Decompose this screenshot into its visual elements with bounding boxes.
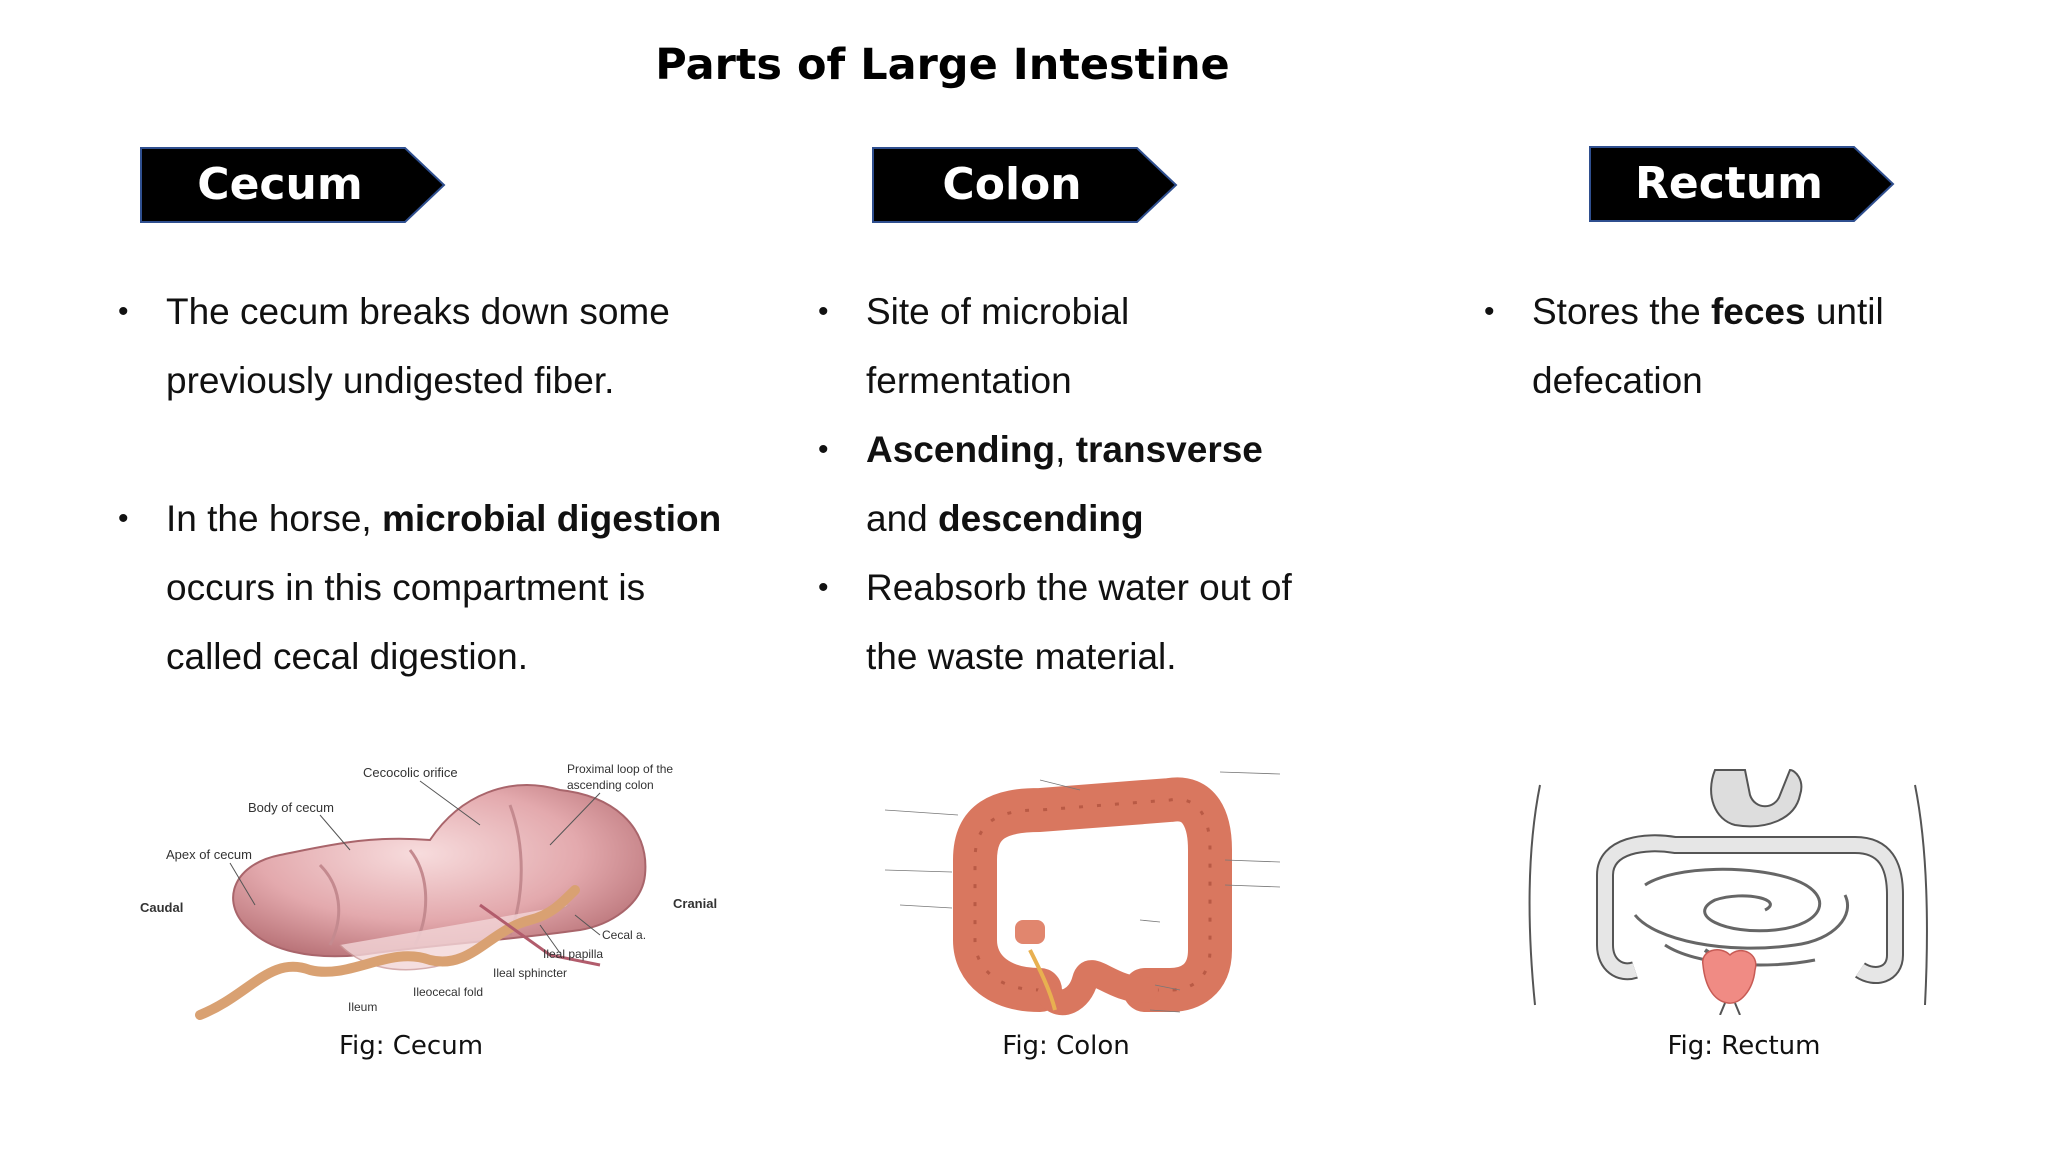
rectum-text: Stores the feces until defecation	[1484, 277, 1924, 415]
label-proximal-loop: Proximal loop of the	[567, 762, 673, 776]
label-cecocolic-orifice: Cecocolic orifice	[363, 765, 458, 780]
colon-heading: Colon	[942, 159, 1082, 210]
rectum-heading: Rectum	[1634, 158, 1823, 209]
cecum-heading: Cecum	[197, 159, 363, 210]
label-ileum: Ileum	[348, 1000, 377, 1014]
cecum-bullet-2: In the horse, microbial digestion occurs…	[118, 484, 738, 691]
label-ileal-papilla: Ileal papilla	[543, 947, 603, 961]
colon-bullet-1: Site of microbial fermentation	[818, 277, 1318, 415]
cecum-heading-badge: Cecum	[140, 147, 446, 223]
colon-heading-badge: Colon	[872, 147, 1178, 223]
cecum-bullet-1: The cecum breaks down some previously un…	[118, 277, 738, 415]
label-body-of-cecum: Body of cecum	[248, 800, 334, 815]
page-title: Parts of Large Intestine	[655, 40, 1230, 90]
cecum-text: The cecum breaks down some previously un…	[118, 277, 738, 691]
colon-caption: Fig: Colon	[1002, 1031, 1130, 1061]
label-caudal: Caudal	[140, 900, 183, 915]
rectum-figure	[1525, 765, 1935, 1020]
colon-text: Site of microbial fermentation Ascending…	[818, 277, 1318, 691]
label-ileocecal-fold: Ileocecal fold	[413, 985, 483, 999]
colon-figure	[880, 760, 1300, 1025]
label-apex-of-cecum: Apex of cecum	[166, 847, 252, 862]
cecum-figure: Cecocolic orifice Proximal loop of the a…	[130, 755, 740, 1030]
rectum-bullet-1: Stores the feces until defecation	[1484, 277, 1924, 415]
label-cranial: Cranial	[673, 896, 717, 911]
colon-bullet-3: Reabsorb the water out of the waste mate…	[818, 553, 1318, 691]
rectum-heading-badge: Rectum	[1589, 146, 1895, 222]
label-ileal-sphincter: Ileal sphincter	[493, 966, 567, 980]
cecum-caption: Fig: Cecum	[338, 1031, 484, 1061]
colon-bullet-2: Ascending, transverse and descending	[818, 415, 1318, 553]
rectum-caption: Fig: Rectum	[1667, 1031, 1821, 1061]
label-cecal-artery: Cecal a.	[602, 928, 646, 942]
label-ascending-colon: ascending colon	[567, 778, 654, 792]
